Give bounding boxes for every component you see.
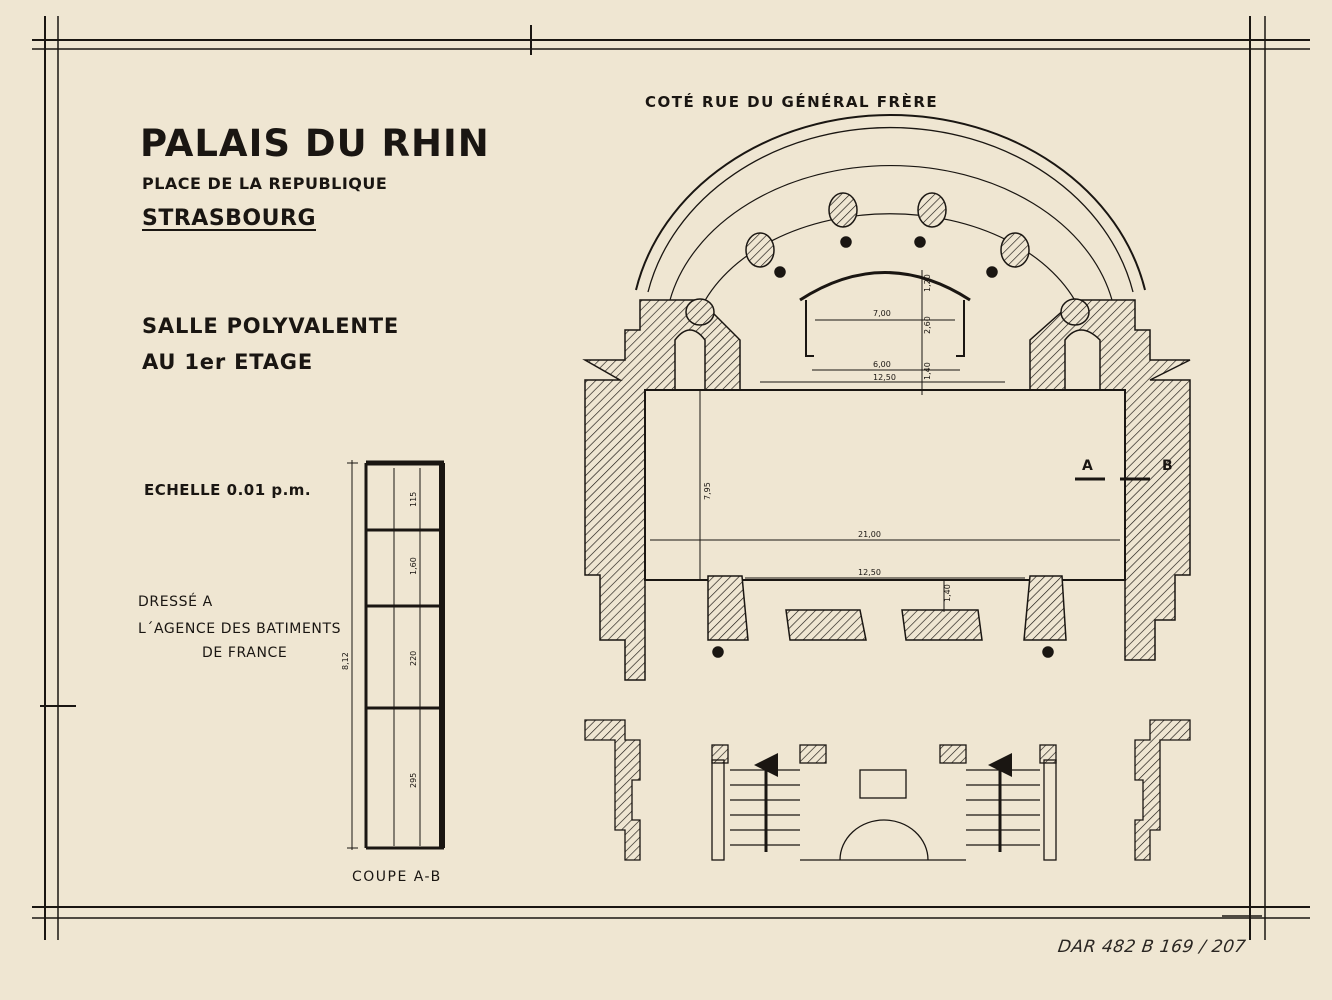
section-marker-a: A bbox=[1082, 458, 1093, 474]
drawing-title: PALAIS DU RHIN bbox=[140, 122, 490, 165]
drawn-by-line2: L´AGENCE DES BATIMENTS bbox=[138, 621, 342, 637]
hall-name-line2: AU 1er ETAGE bbox=[142, 350, 313, 374]
section-segment-2: 1,60 bbox=[409, 557, 418, 575]
dim-room-length: 21,00 bbox=[858, 530, 881, 539]
scale-note: ECHELLE 0.01 p.m. bbox=[144, 481, 312, 499]
section-a-b bbox=[347, 460, 445, 850]
dim-niche-width: 6,00 bbox=[873, 360, 891, 369]
hall-name-line1: SALLE POLYVALENTE bbox=[142, 314, 400, 338]
floor-plan bbox=[582, 114, 1191, 681]
section-segment-3: 220 bbox=[409, 651, 418, 666]
dimension-lines bbox=[650, 270, 1120, 612]
address-line: PLACE DE LA REPUBLIQUE bbox=[142, 174, 388, 193]
section-total-height: 8,12 bbox=[341, 652, 350, 670]
dimension-labels: 7,00 6,00 12,50 21,00 12,50 1,20 2,60 1,… bbox=[341, 274, 952, 788]
street-side-label: COTÉ RUE DU GÉNÉRAL FRÈRE bbox=[645, 93, 939, 111]
dim-bottom-depth: 1,40 bbox=[943, 584, 952, 602]
city-name: STRASBOURG bbox=[142, 206, 316, 231]
section-caption: COUPE A-B bbox=[352, 869, 442, 885]
dim-niche-depth-a: 1,20 bbox=[923, 274, 932, 292]
dim-niche-depth-c: 1,40 bbox=[923, 362, 932, 380]
staircase-plan bbox=[584, 719, 1191, 861]
section-segment-1: 115 bbox=[409, 492, 418, 507]
archive-reference: DAR 482 B 169 / 207 bbox=[1056, 937, 1248, 957]
section-marker-b: B bbox=[1162, 458, 1173, 474]
dim-room-depth: 7,95 bbox=[703, 482, 712, 500]
dim-opening-width: 12,50 bbox=[873, 373, 896, 382]
section-segment-4: 295 bbox=[409, 773, 418, 788]
drawn-by-line3: DE FRANCE bbox=[202, 645, 288, 661]
dim-top-width: 7,00 bbox=[873, 309, 891, 318]
dim-bottom-width: 12,50 bbox=[858, 568, 881, 577]
drawn-by-line1: DRESSÉ A bbox=[138, 594, 213, 610]
dim-niche-depth-b: 2,60 bbox=[923, 316, 932, 334]
sheet-border bbox=[32, 16, 1310, 940]
